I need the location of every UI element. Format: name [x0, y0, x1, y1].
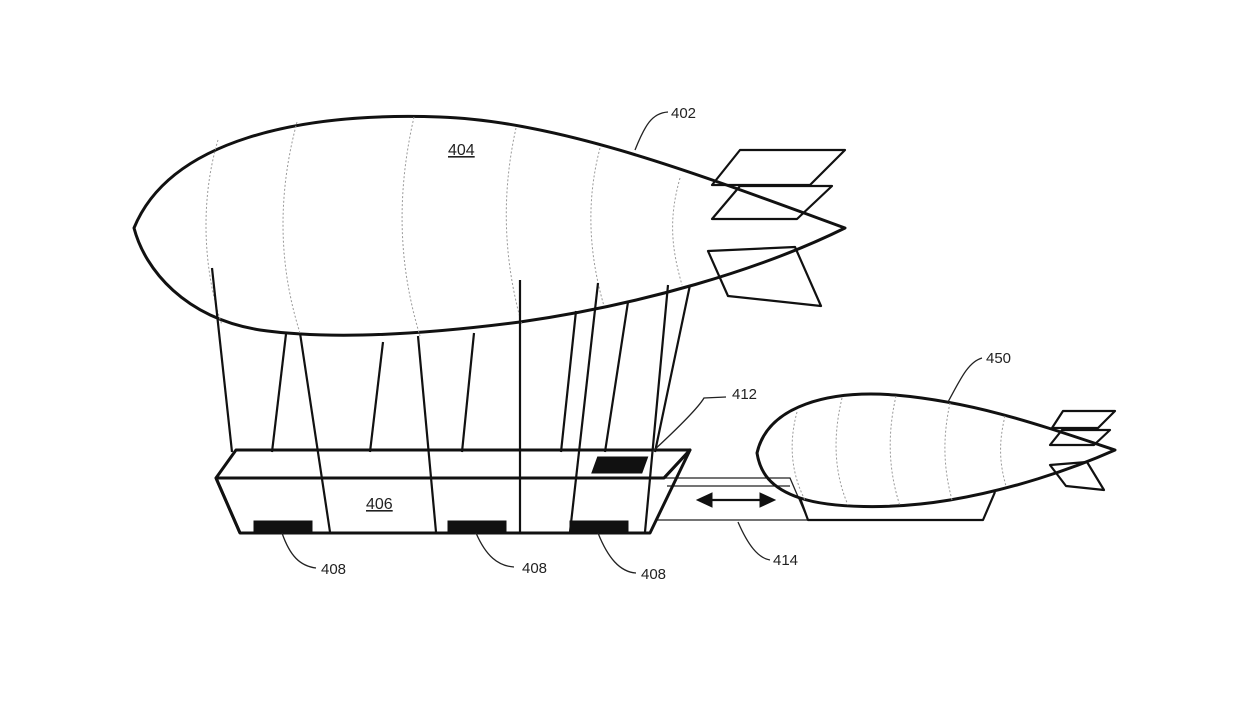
ref-label-412: 412 [732, 386, 757, 403]
shuttle-envelope [755, 392, 1117, 509]
ref-label-414: 414 [773, 552, 798, 569]
ref-label-402: 402 [671, 105, 696, 122]
shuttle-cargo-hold [798, 491, 997, 522]
connector-tube [655, 477, 809, 521]
ref-label-406: 406 [366, 496, 393, 513]
main-airship-tail-fins [706, 148, 847, 308]
ref-label-408-middle: 408 [522, 560, 547, 577]
shuttle-tail-fins [1048, 409, 1117, 492]
main-envelope [132, 115, 847, 337]
ref-label-404: 404 [448, 142, 475, 159]
gondola [214, 448, 692, 535]
ref-label-408-left: 408 [321, 561, 346, 578]
gondola-top-panel [591, 456, 649, 474]
main-envelope-ribs [205, 116, 683, 337]
cargo-slot-3 [569, 520, 629, 534]
shuttle-airship [755, 392, 1117, 522]
ref-label-408-right: 408 [641, 566, 666, 583]
main-airship [132, 115, 847, 533]
shuttle-envelope-ribs [791, 395, 1007, 507]
ref-label-450: 450 [986, 350, 1011, 367]
cargo-slot-2 [447, 520, 507, 534]
cargo-slot-1 [253, 520, 313, 534]
main-suspension-cables [210, 267, 692, 533]
leader-lines [281, 111, 983, 574]
